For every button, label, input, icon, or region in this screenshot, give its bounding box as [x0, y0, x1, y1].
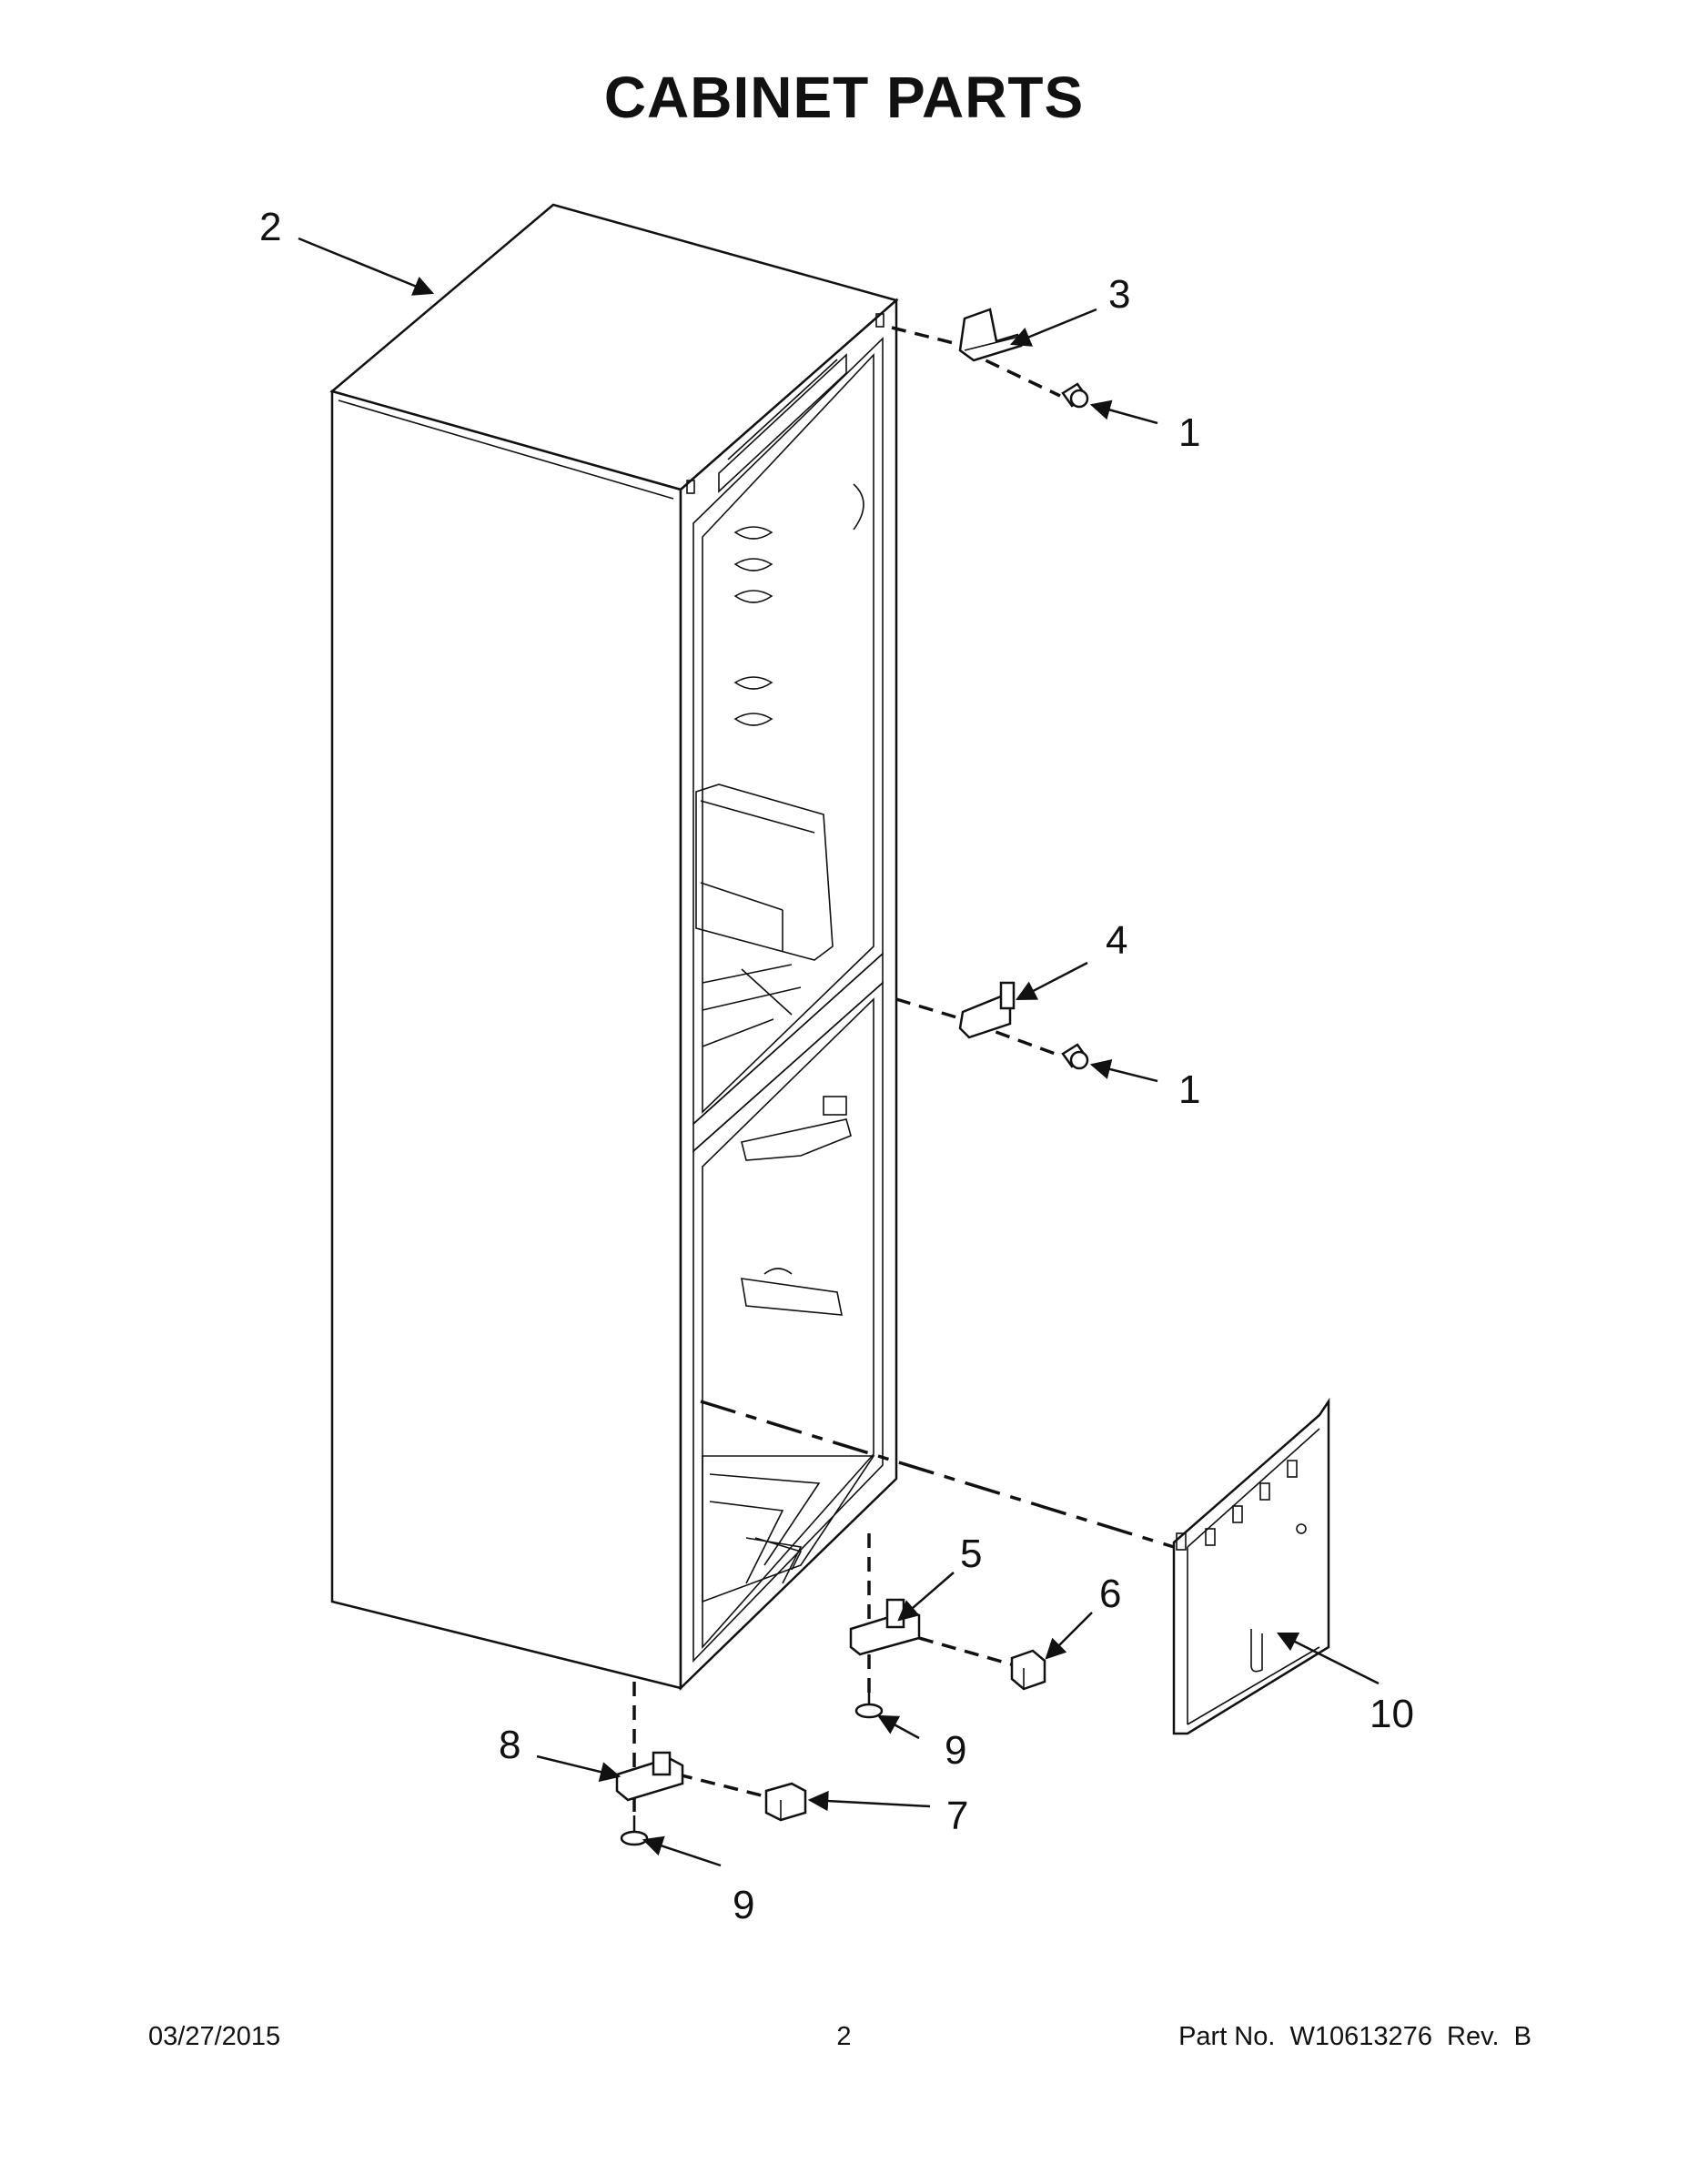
- callout-8: 8: [499, 1723, 521, 1767]
- base-grille: [1172, 1397, 1330, 1735]
- callout-10: 10: [1370, 1692, 1414, 1736]
- callout-7: 7: [946, 1794, 968, 1838]
- leveling-leg-right: [854, 1688, 884, 1719]
- callout-5: 5: [960, 1532, 982, 1576]
- freezer-basket: [702, 1455, 875, 1603]
- callout-9-left: 9: [733, 1883, 754, 1927]
- lower-shelf-rails: [702, 964, 802, 1047]
- leveling-leg-left: [620, 1815, 649, 1846]
- shelf-supports: [733, 526, 773, 726]
- hinge-cover-right: [1010, 1649, 1046, 1691]
- page-title: CABINET PARTS: [603, 65, 1085, 130]
- freezer-rails: [741, 1096, 852, 1316]
- top-hinge: [958, 308, 1023, 362]
- crisper-cover: [695, 784, 834, 961]
- callout-3: 3: [1108, 272, 1130, 317]
- hinge-screw-center: [1061, 1043, 1089, 1070]
- center-hinge: [958, 981, 1016, 1039]
- bottom-hinge-left: [615, 1751, 684, 1802]
- footer-page-number: 2: [836, 2022, 852, 2051]
- callout-9-right: 9: [945, 1728, 966, 1773]
- callout-4: 4: [1106, 918, 1127, 963]
- callout-1-center: 1: [1178, 1067, 1200, 1112]
- cabinet: [329, 203, 899, 1691]
- callout-6: 6: [1099, 1572, 1121, 1616]
- hinge-cover-left: [764, 1782, 807, 1822]
- hinge-screw-upper: [1061, 382, 1089, 409]
- bottom-hinge-right: [849, 1598, 921, 1656]
- footer-date: 03/27/2015: [148, 2022, 281, 2051]
- footer-part-number: Part No. W10613276 Rev. B: [1178, 2022, 1531, 2051]
- callout-1-upper: 1: [1178, 410, 1200, 455]
- callout-2: 2: [259, 205, 281, 249]
